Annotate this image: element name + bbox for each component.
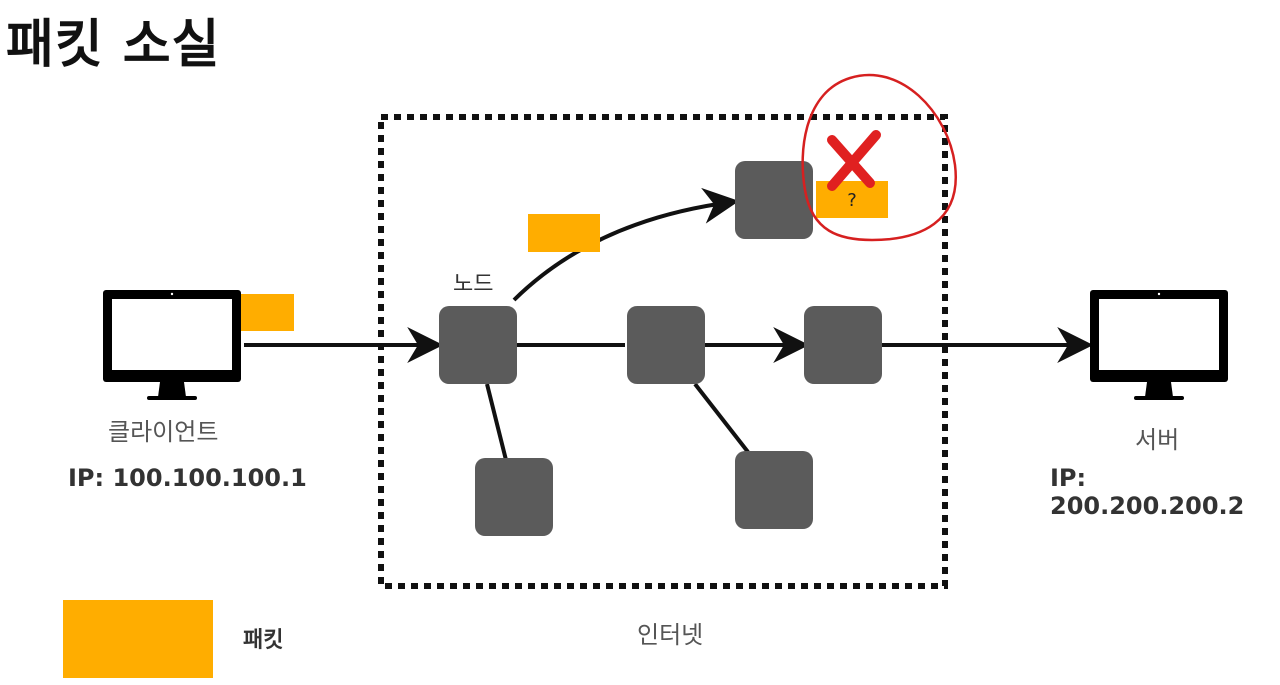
server-ip: IP: 200.200.200.2 <box>1050 464 1245 520</box>
lost-packet-question-mark: ? <box>847 190 857 211</box>
node-router-4 <box>475 458 553 536</box>
internet-boundary <box>378 114 948 589</box>
client-monitor-icon <box>103 290 241 400</box>
client-label: 클라이언트 <box>108 418 219 446</box>
link-node1-to-node4 <box>485 383 508 461</box>
node-router-3 <box>804 306 882 384</box>
client-ip: IP: 100.100.100.1 <box>68 464 307 492</box>
error-x-icon <box>827 130 881 191</box>
node-router-5 <box>735 451 813 529</box>
server-monitor-icon <box>1090 290 1228 400</box>
node-router-2 <box>627 306 705 384</box>
node-router-1 <box>439 306 517 384</box>
legend-label: 패킷 <box>243 628 284 653</box>
page-title: 패킷 소실 <box>6 15 221 75</box>
link-node1-to-lost-node <box>512 187 740 302</box>
packet-in-transit <box>528 214 600 252</box>
node-router-lost <box>735 161 813 239</box>
internet-label: 인터넷 <box>637 621 704 649</box>
lost-highlight-circle <box>801 73 958 242</box>
legend-packet-swatch <box>63 600 213 678</box>
server-label: 서버 <box>1135 426 1180 454</box>
link-node2-to-node5 <box>693 382 750 454</box>
node-label: 노드 <box>453 272 494 297</box>
